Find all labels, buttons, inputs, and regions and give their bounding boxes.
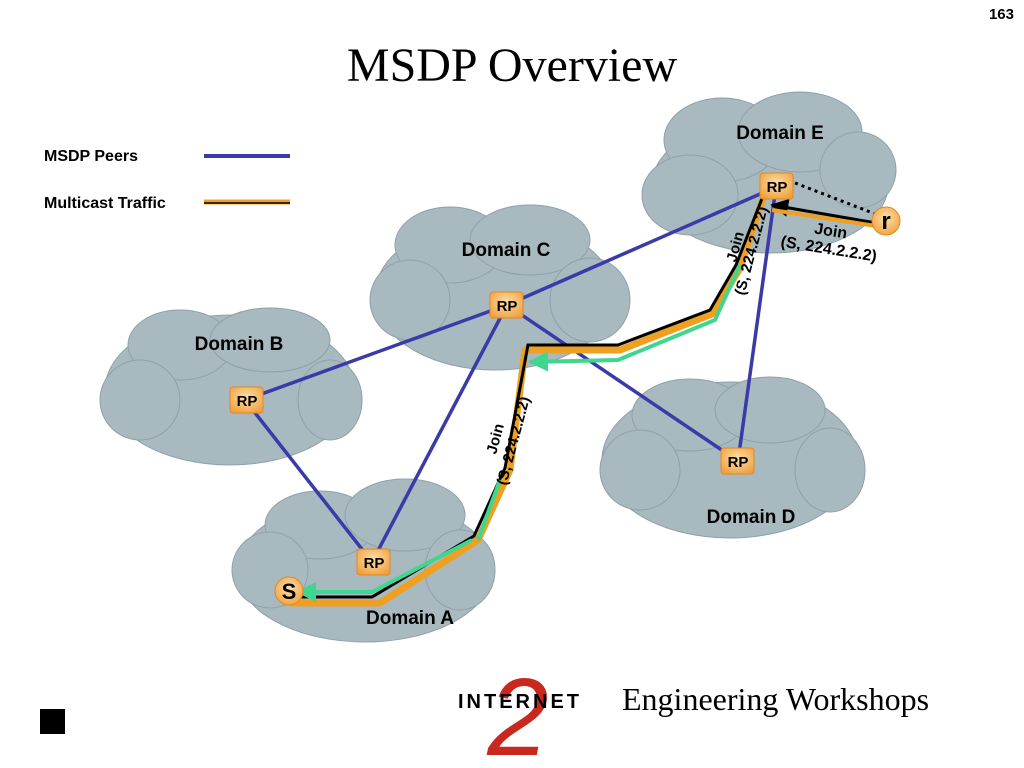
receiver-traffic <box>771 208 877 228</box>
source-node: S <box>274 576 304 606</box>
page-number: 163 <box>988 6 1014 23</box>
receiver-node: r <box>871 206 901 236</box>
bullet-square <box>40 709 65 734</box>
join-word: Join <box>813 221 848 243</box>
source-label: S <box>282 579 297 604</box>
peer-b-a <box>243 398 374 564</box>
legend-msdp-peers: MSDP Peers <box>44 148 138 165</box>
peer-b-c <box>244 303 508 402</box>
footer-workshops: Engineering Workshops <box>622 681 930 717</box>
domain-c-cloud <box>369 204 631 371</box>
rp-label: RP <box>237 393 258 410</box>
peer-a-c <box>370 304 509 563</box>
msdp-peer-lines <box>243 185 778 564</box>
rp-box-a: RP <box>356 548 391 576</box>
join-label-a: Join (S, 224.2.2.2) <box>483 395 533 487</box>
join-path-green-upper <box>528 264 742 372</box>
dotted-rp-receiver <box>794 181 879 217</box>
peer-c-d <box>506 303 739 463</box>
page-title: MSDP Overview <box>346 39 678 92</box>
internet2-logo: 2 INTERNET <box>458 656 582 768</box>
peer-c-e <box>506 185 777 307</box>
rp-label: RP <box>497 298 518 315</box>
rp-label: RP <box>728 454 749 471</box>
domain-d-label: Domain D <box>707 507 796 528</box>
domain-e-label: Domain E <box>736 123 824 144</box>
logo-numeral: 2 <box>486 656 548 768</box>
receiver-label: r <box>881 208 890 235</box>
rp-box-e: RP <box>759 172 794 200</box>
join-path-green-seg <box>476 479 502 541</box>
join-path-green <box>296 538 473 602</box>
receiver-join-arrow <box>770 198 877 225</box>
rp-box-c: RP <box>489 291 524 319</box>
rp-label: RP <box>767 179 788 196</box>
legend-multicast-traffic: Multicast Traffic <box>44 195 166 212</box>
join-path-black <box>298 195 765 599</box>
rp-box-d: RP <box>720 447 755 475</box>
logo-text: INTERNET <box>458 691 582 713</box>
peer-d-e <box>736 186 778 462</box>
rp-box-b: RP <box>229 386 264 414</box>
domain-b-label: Domain B <box>195 334 284 355</box>
domain-b-cloud <box>99 307 363 466</box>
rp-label: RP <box>364 555 385 572</box>
legend: MSDP Peers Multicast Traffic <box>44 148 290 212</box>
domain-c-label: Domain C <box>462 240 551 261</box>
domain-a-label: Domain A <box>366 608 454 629</box>
